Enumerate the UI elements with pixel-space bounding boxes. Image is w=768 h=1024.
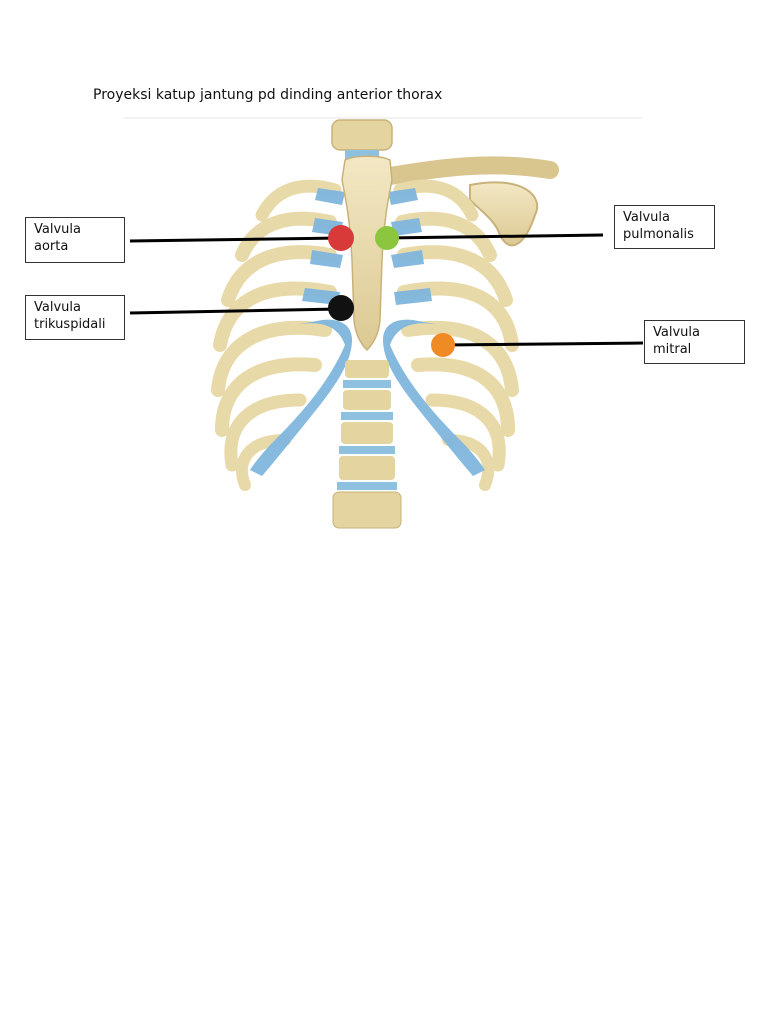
leader-trikuspidali xyxy=(129,307,341,315)
rib-right-6 xyxy=(411,357,515,437)
leader-mitral xyxy=(441,341,644,347)
clavicle xyxy=(381,156,559,185)
rib-left-6 xyxy=(215,357,322,437)
scapula xyxy=(469,181,539,247)
rib-left-7 xyxy=(224,393,307,472)
costal-cartilage xyxy=(250,188,485,476)
sternum xyxy=(341,155,393,352)
mitral-marker xyxy=(431,333,455,357)
trikuspidali-marker xyxy=(328,295,354,321)
label-valvula-pulmonalis: Valvula pulmonalis xyxy=(614,205,715,249)
spine xyxy=(331,119,402,529)
page-title: Proyeksi katup jantung pd dinding anteri… xyxy=(93,87,443,103)
rib-right-5 xyxy=(401,320,519,397)
rib-right-1 xyxy=(393,179,479,222)
label-valvula-mitral: Valvula mitral xyxy=(644,320,745,364)
leader-lines xyxy=(129,233,644,347)
rib-left-1 xyxy=(255,179,342,222)
pulmonalis-marker xyxy=(375,226,399,250)
aorta-marker xyxy=(328,225,354,251)
rib-cage xyxy=(211,156,559,491)
leader-pulmonalis xyxy=(385,233,604,240)
leader-aorta xyxy=(129,236,343,243)
rib-right-7 xyxy=(425,393,506,472)
rib-left-5 xyxy=(211,320,332,397)
label-valvula-trikuspidali: Valvula trikuspidali xyxy=(25,295,125,340)
label-valvula-aorta: Valvula aorta xyxy=(25,217,125,263)
